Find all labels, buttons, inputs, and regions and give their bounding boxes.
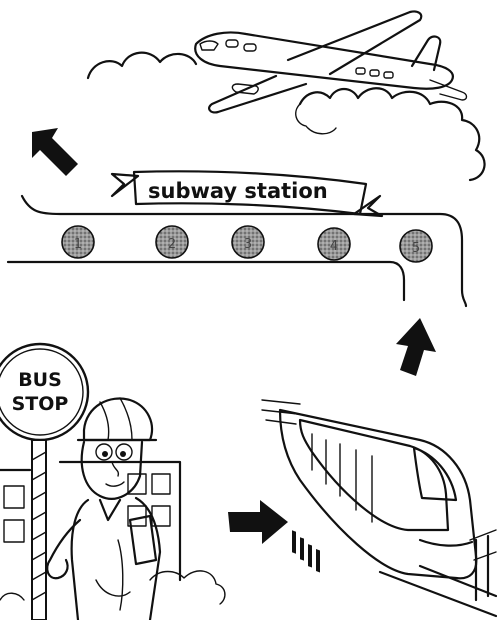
train-icon [261, 399, 497, 618]
child-icon [46, 397, 162, 620]
station-5-label: 5 [412, 241, 420, 256]
station-3: 3 [231, 225, 265, 259]
station-4: 4 [317, 227, 351, 261]
airplane-icon [194, 10, 468, 114]
arrow-to-airplane-icon [32, 128, 78, 176]
bus-stop-line2: STOP [12, 393, 69, 415]
station-2: 2 [155, 225, 189, 259]
station-1: 1 [61, 225, 95, 259]
banner-label: subway station [148, 179, 328, 203]
bus-stop-line1: BUS [18, 369, 62, 391]
arrow-to-subway-icon [396, 318, 436, 376]
station-3-label: 3 [244, 237, 252, 252]
subway-line [6, 194, 468, 308]
arrow-to-train-icon [228, 500, 288, 544]
station-markers: 1 2 3 4 5 [61, 225, 433, 263]
station-1-label: 1 [74, 237, 82, 252]
cloud [86, 51, 486, 182]
station-2-label: 2 [168, 237, 176, 252]
building-icon [0, 460, 226, 605]
bus-stop-sign-icon: BUS STOP [0, 342, 90, 620]
station-5: 5 [399, 229, 433, 263]
subway-station-banner: subway station [110, 170, 384, 218]
station-4-label: 4 [330, 239, 338, 254]
